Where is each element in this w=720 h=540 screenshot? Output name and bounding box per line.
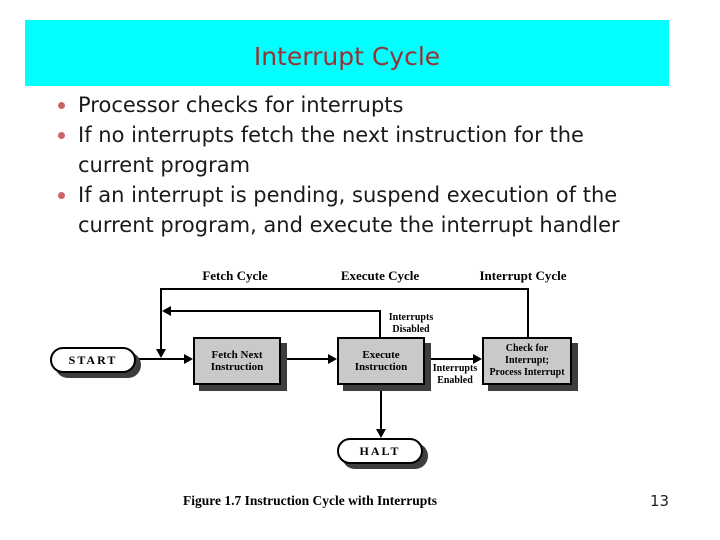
box-label-line: Instruction <box>210 361 264 373</box>
fetch-next-instruction-box: Fetch Next Instruction <box>193 337 281 385</box>
edge-label-line: Disabled <box>392 323 430 335</box>
connector-outer-top <box>160 288 529 290</box>
bullet-text: If an interrupt is pending, suspend exec… <box>78 183 620 237</box>
check-process-interrupt-box: Check for Interrupt; Process Interrupt <box>482 337 572 385</box>
box-label-line: Check for <box>505 343 549 354</box>
connector-execute-to-halt <box>380 385 382 431</box>
interrupts-disabled-label: Interrupts Disabled <box>382 312 440 335</box>
phase-label-fetch-cycle: Fetch Cycle <box>202 268 268 283</box>
arrowhead-junction-down-icon <box>156 349 166 358</box>
interrupts-enabled-label: Interrupts Enabled <box>427 363 483 386</box>
slide-title: Interrupt Cycle <box>253 41 441 71</box>
box-label-line: Interrupt; <box>505 355 549 366</box>
arrowhead-into-execute-icon <box>328 354 337 364</box>
bullet-item: If no interrupts fetch the next instruct… <box>48 120 663 180</box>
bullet-item: Processor checks for interrupts <box>48 90 663 120</box>
phase-label-execute-cycle: Execute Cycle <box>340 268 420 283</box>
bullet-dot <box>58 192 65 199</box>
execute-instruction-box: Execute Instruction <box>337 337 425 385</box>
figure-caption: Figure 1.7 Instruction Cycle with Interr… <box>183 493 437 508</box>
arrowhead-feedback-left-icon <box>162 306 171 316</box>
connector-feedback-down <box>160 288 162 349</box>
edge-label-line: Interrupts <box>388 312 434 323</box>
start-terminal-label: START <box>68 352 118 367</box>
arrowhead-into-fetch-icon <box>184 354 193 364</box>
start-terminal: START <box>50 347 136 373</box>
halt-terminal-label: HALT <box>359 443 401 458</box>
box-label-line: Process Interrupt <box>489 367 565 378</box>
connector-execute-to-feedback <box>379 310 381 339</box>
connector-execute-to-check <box>425 358 475 360</box>
halt-terminal: HALT <box>337 438 423 464</box>
edge-label-line: Interrupts <box>432 363 478 374</box>
edge-label-line: Enabled <box>437 374 473 386</box>
page-number: 13 <box>650 492 670 510</box>
phase-label-interrupt-cycle: Interrupt Cycle <box>479 268 567 283</box>
bullet-dot <box>58 132 65 139</box>
arrowhead-into-halt-icon <box>376 429 386 438</box>
box-label-line: Fetch Next <box>211 348 263 361</box>
bullet-text: If no interrupts fetch the next instruct… <box>78 123 584 177</box>
box-label-line: Execute <box>362 348 400 361</box>
box-label-line: Instruction <box>354 361 408 373</box>
connector-inner-feedback <box>164 310 381 312</box>
bullet-list: Processor checks for interrupts If no in… <box>48 90 648 240</box>
bullet-dot <box>58 102 65 109</box>
connector-fetch-to-execute <box>281 358 330 360</box>
connector-check-to-top <box>527 288 529 339</box>
bullet-text: Processor checks for interrupts <box>78 93 404 117</box>
arrowhead-into-check-icon <box>473 354 482 364</box>
bullet-item: If an interrupt is pending, suspend exec… <box>48 180 663 240</box>
slide-title-bar: Interrupt Cycle <box>25 20 669 86</box>
connector-start-to-fetch <box>136 358 186 360</box>
